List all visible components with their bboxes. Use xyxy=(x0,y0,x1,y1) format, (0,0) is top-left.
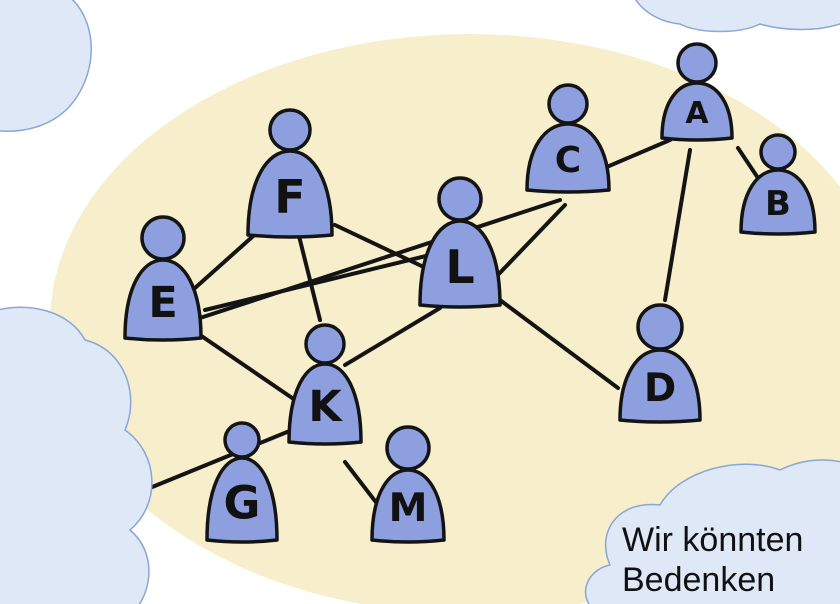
node-l-label: L xyxy=(445,240,474,294)
node-l-head xyxy=(437,176,483,222)
edge-a-d xyxy=(663,148,692,302)
node-e-head xyxy=(140,215,186,261)
node-e-body xyxy=(123,258,203,342)
node-g: G xyxy=(205,421,279,544)
node-b-body xyxy=(739,168,817,236)
node-f-label: F xyxy=(274,170,305,224)
node-l-body xyxy=(418,219,502,309)
node-d: D xyxy=(618,303,702,424)
cloud-top-right xyxy=(635,0,840,33)
node-d-body xyxy=(618,348,702,424)
node-b-label: B xyxy=(765,184,791,224)
edge-layer xyxy=(138,138,760,512)
node-g-label: G xyxy=(224,477,261,530)
node-a-label: A xyxy=(685,96,709,131)
node-b: B xyxy=(739,133,817,236)
node-m-body xyxy=(370,468,446,544)
node-a: A xyxy=(660,42,734,142)
node-e: E xyxy=(123,215,203,342)
edge-e-f xyxy=(193,228,262,290)
node-e-label: E xyxy=(148,278,177,328)
node-layer: A B C D E F GK L M xyxy=(123,42,817,544)
node-c-body xyxy=(525,122,611,194)
cloud-bottom-left xyxy=(0,306,153,604)
node-k: K xyxy=(287,323,363,446)
edge-e-l xyxy=(203,253,432,312)
cloud-caption-line-2: Bedenken xyxy=(622,561,776,599)
node-d-head xyxy=(636,303,684,351)
node-m-label: M xyxy=(389,486,428,531)
node-g-body xyxy=(205,456,279,544)
cloud-top-left xyxy=(0,0,92,132)
node-k-label: K xyxy=(308,382,343,432)
node-f-head xyxy=(268,108,312,152)
node-l: L xyxy=(418,176,502,309)
cloud-caption-line-1: Wir könnten xyxy=(622,521,804,559)
node-c-head xyxy=(547,83,589,125)
node-k-body xyxy=(287,362,363,446)
edge-k-g xyxy=(138,428,294,494)
node-m-head xyxy=(385,425,431,471)
edge-e-k xyxy=(198,333,300,404)
node-g-head xyxy=(223,421,261,459)
node-d-label: D xyxy=(644,366,676,411)
edge-f-l xyxy=(333,223,432,272)
edge-f-k xyxy=(296,230,322,322)
node-m: M xyxy=(370,425,446,544)
edge-c-l xyxy=(493,203,567,280)
node-c-label: C xyxy=(555,140,581,181)
cloud-caption: Wir könnten Bedenken xyxy=(622,520,840,604)
edge-l-d xyxy=(498,298,620,390)
node-f-body xyxy=(246,149,334,239)
node-c: C xyxy=(525,83,611,194)
node-b-head xyxy=(759,133,797,171)
node-k-head xyxy=(304,323,346,365)
node-a-head xyxy=(676,42,718,84)
edge-a-b xyxy=(736,146,760,180)
edge-l-k xyxy=(343,306,442,367)
node-a-body xyxy=(660,81,734,142)
node-f: F xyxy=(246,108,334,239)
cloud-bottom-right xyxy=(584,459,840,604)
